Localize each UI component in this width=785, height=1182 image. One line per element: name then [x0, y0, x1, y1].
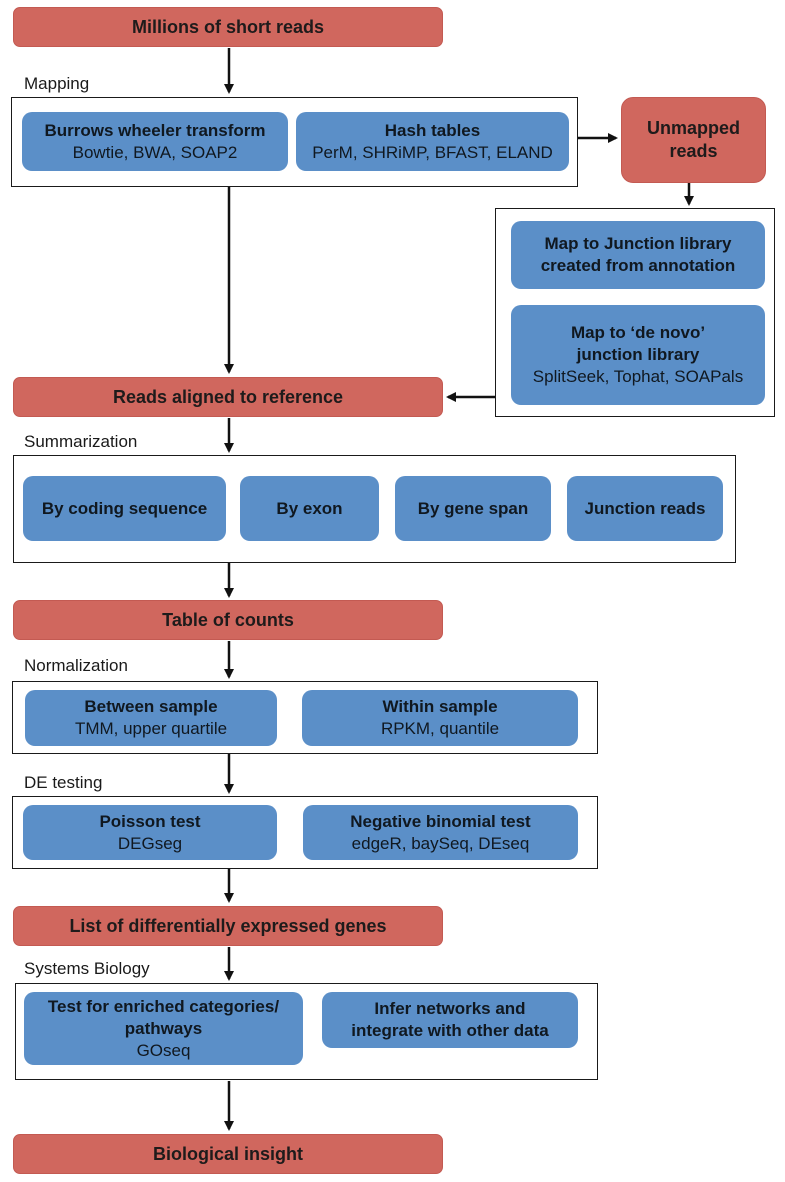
box-within-sample-title: Within sample — [382, 697, 498, 716]
box-within-sample-tools: RPKM, quantile — [380, 719, 500, 738]
node-biological-insight: Biological insight — [13, 1134, 443, 1174]
box-junction-annotation: Map to Junction library created from ann… — [511, 221, 765, 289]
box-infer-networks-line2: integrate with other data — [351, 1021, 549, 1040]
node-unmapped-label-1: Unmapped — [646, 118, 740, 138]
box-poisson-test-title: Poisson test — [99, 811, 201, 831]
box-negative-binomial-tools: edgeR, baySeq, DEseq — [351, 833, 530, 853]
node-unmapped-label-2: reads — [669, 141, 718, 161]
box-between-sample-title: Between sample — [84, 697, 218, 716]
node-table-of-counts: Table of counts — [13, 600, 443, 640]
box-burrows-wheeler-tools: Bowtie, BWA, SOAP2 — [72, 142, 238, 162]
box-junction-reads: Junction reads — [567, 476, 723, 541]
box-infer-networks: Infer networks and integrate with other … — [322, 992, 578, 1048]
box-within-sample: Within sample RPKM, quantile — [302, 690, 578, 746]
box-negative-binomial-title: Negative binomial test — [350, 811, 531, 831]
node-biological-insight-label: Biological insight — [152, 1143, 303, 1164]
frame-de-testing — [12, 796, 598, 869]
box-by-gene-span-label: By gene span — [417, 498, 529, 518]
node-table-of-counts-label: Table of counts — [162, 609, 294, 630]
node-short-reads-label: Millions of short reads — [131, 16, 325, 37]
box-junction-annotation-line1: Map to Junction library — [544, 234, 732, 253]
box-enriched-categories-line1: Test for enriched categories/ — [47, 996, 280, 1016]
frame-junction — [495, 208, 775, 417]
box-by-exon: By exon — [240, 476, 379, 541]
box-by-coding-sequence: By coding sequence — [23, 476, 226, 541]
box-junction-denovo-tools: SplitSeek, Tophat, SOAPals — [532, 367, 744, 386]
node-short-reads: Millions of short reads — [13, 7, 443, 47]
box-by-gene-span: By gene span — [395, 476, 551, 541]
section-label-de-testing: DE testing — [24, 773, 103, 792]
box-burrows-wheeler: Burrows wheeler transform Bowtie, BWA, S… — [22, 112, 288, 171]
node-de-genes-label: List of differentially expressed genes — [69, 915, 387, 936]
frame-summarization — [13, 455, 736, 563]
box-hash-tables-title: Hash tables — [384, 120, 481, 140]
box-junction-annotation-line2: created from annotation — [540, 256, 736, 275]
node-de-genes: List of differentially expressed genes — [13, 906, 443, 946]
node-reads-aligned: Reads aligned to reference — [13, 377, 443, 417]
box-hash-tables-tools: PerM, SHRiMP, BFAST, ELAND — [312, 142, 553, 162]
section-label-mapping: Mapping — [24, 74, 90, 93]
box-junction-denovo-line2: junction library — [576, 345, 700, 364]
box-junction-denovo: Map to ‘de novo’ junction library SplitS… — [511, 305, 765, 405]
box-between-sample-tools: TMM, upper quartile — [74, 719, 228, 738]
box-enriched-categories-tools: GOseq — [136, 1040, 191, 1060]
frame-systems-biology — [15, 983, 598, 1080]
box-poisson-test-tools: DEGseg — [117, 833, 183, 853]
box-by-coding-sequence-label: By coding sequence — [41, 498, 208, 518]
section-label-normalization: Normalization — [24, 656, 128, 675]
box-enriched-categories: Test for enriched categories/ pathways G… — [24, 992, 303, 1065]
section-label-systems-biology: Systems Biology — [24, 959, 150, 978]
frame-normalization — [12, 681, 598, 754]
box-by-exon-label: By exon — [276, 498, 343, 518]
box-junction-reads-label: Junction reads — [584, 498, 706, 518]
box-poisson-test: Poisson test DEGseg — [23, 805, 277, 860]
frame-mapping — [11, 97, 578, 187]
box-hash-tables: Hash tables PerM, SHRiMP, BFAST, ELAND — [296, 112, 569, 171]
box-negative-binomial-test: Negative binomial test edgeR, baySeq, DE… — [303, 805, 578, 860]
box-enriched-categories-line2: pathways — [124, 1018, 203, 1038]
section-label-summarization: Summarization — [24, 432, 138, 451]
box-infer-networks-line1: Infer networks and — [374, 999, 526, 1018]
box-between-sample: Between sample TMM, upper quartile — [25, 690, 277, 746]
box-burrows-wheeler-title: Burrows wheeler transform — [44, 120, 266, 140]
box-junction-denovo-line1: Map to ‘de novo’ — [570, 323, 706, 342]
node-reads-aligned-label: Reads aligned to reference — [112, 386, 344, 407]
node-unmapped-reads: Unmapped reads — [621, 97, 766, 183]
